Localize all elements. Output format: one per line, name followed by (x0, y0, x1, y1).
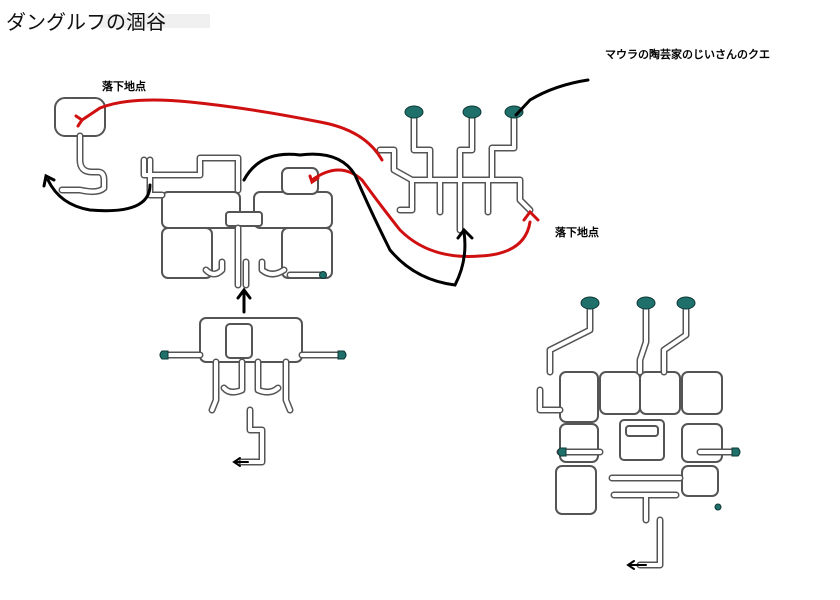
black-arrowhead-center (456, 227, 474, 240)
red-route-top (80, 98, 384, 162)
black-route-center (242, 152, 467, 287)
black-arrow-exit-right (626, 560, 647, 570)
upper-right-dungeon (376, 105, 534, 234)
red-route-middle (310, 168, 532, 258)
map-title: ダングルフの涸谷 (6, 10, 166, 34)
drop-point-label-right: 落下地点 (555, 226, 599, 239)
title-highlight (100, 14, 210, 28)
top-left-room (54, 97, 108, 196)
red-arrowhead-right (522, 209, 540, 222)
black-arrow-up (236, 287, 252, 314)
black-arrowhead-left (42, 173, 56, 188)
red-arrowhead-topleft (74, 114, 85, 128)
central-dungeon (140, 154, 333, 289)
black-route-left (46, 178, 152, 213)
quest-note-label: マウラの陶芸家のじいさんのクエ (605, 48, 770, 61)
red-arrowhead-middle (308, 174, 320, 185)
lower-right-dungeon (536, 296, 741, 569)
black-arrow-exit-left (232, 457, 249, 467)
black-route-topright (514, 78, 590, 117)
lower-dungeon (159, 317, 347, 466)
drop-point-label-left: 落下地点 (102, 80, 146, 93)
